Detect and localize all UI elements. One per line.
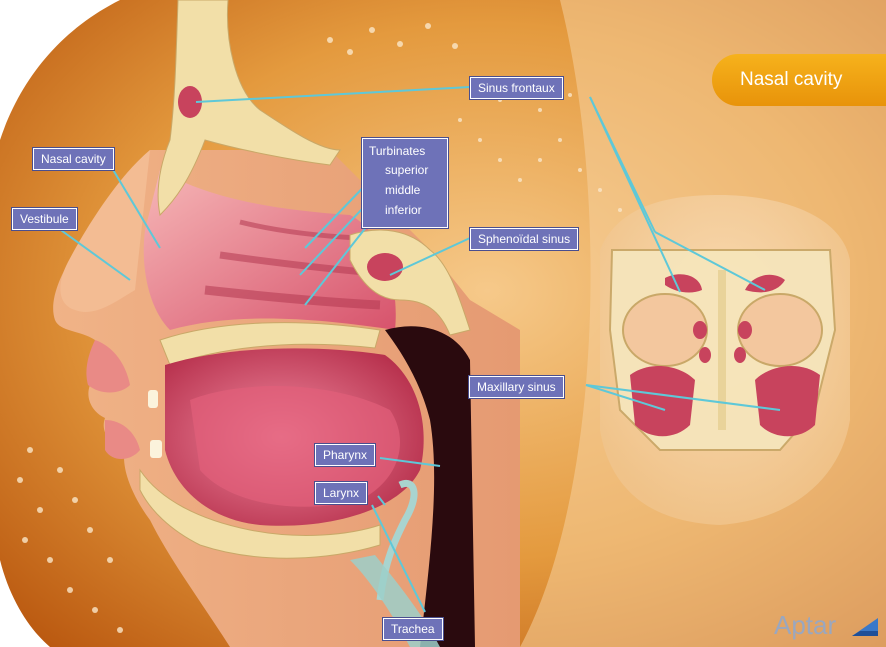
label-text: Sinus frontaux <box>478 81 555 95</box>
label-text: Trachea <box>391 622 435 636</box>
diagram-title: Nasal cavity <box>740 69 842 90</box>
nasal-septum <box>718 270 726 430</box>
label-pharynx: Pharynx <box>315 444 375 466</box>
label-text: Nasal cavity <box>41 152 106 166</box>
label-vestibule: Vestibule <box>12 208 77 230</box>
label-turbinates-heading: Turbinates <box>369 144 425 158</box>
upper-tooth <box>148 390 158 408</box>
label-maxillary-sinus: Maxillary sinus <box>469 376 564 398</box>
label-text: Vestibule <box>20 212 69 226</box>
label-turbinate-superior: superior <box>385 163 428 177</box>
label-larynx: Larynx <box>315 482 367 504</box>
front-skull-view <box>600 195 850 525</box>
label-turbinates: Turbinates superior middle inferior <box>362 138 448 228</box>
label-text: Larynx <box>323 486 359 500</box>
maxillary-sinus-right <box>755 366 820 436</box>
ethmoid-cell <box>734 347 746 363</box>
label-text: Pharynx <box>323 448 367 462</box>
label-nasal-cavity: Nasal cavity <box>33 148 114 170</box>
lower-tooth <box>150 440 162 458</box>
label-turbinate-inferior: inferior <box>385 203 422 217</box>
label-sphenoidal-sinus: Sphenoïdal sinus <box>470 228 578 250</box>
ethmoid-cell <box>738 321 752 339</box>
ethmoid-cell <box>693 321 707 339</box>
sphenoid-sinus-shape <box>367 253 403 281</box>
label-turbinate-middle: middle <box>385 183 420 197</box>
label-sinus-frontaux: Sinus frontaux <box>470 77 563 99</box>
brand-logo-text: Aptar <box>774 610 836 641</box>
label-trachea: Trachea <box>383 618 443 640</box>
ethmoid-cell <box>699 347 711 363</box>
title-tab: Nasal cavity <box>712 54 886 106</box>
label-text: Sphenoïdal sinus <box>478 232 570 246</box>
label-text: Maxillary sinus <box>477 380 556 394</box>
brand-logo-icon <box>850 616 880 638</box>
